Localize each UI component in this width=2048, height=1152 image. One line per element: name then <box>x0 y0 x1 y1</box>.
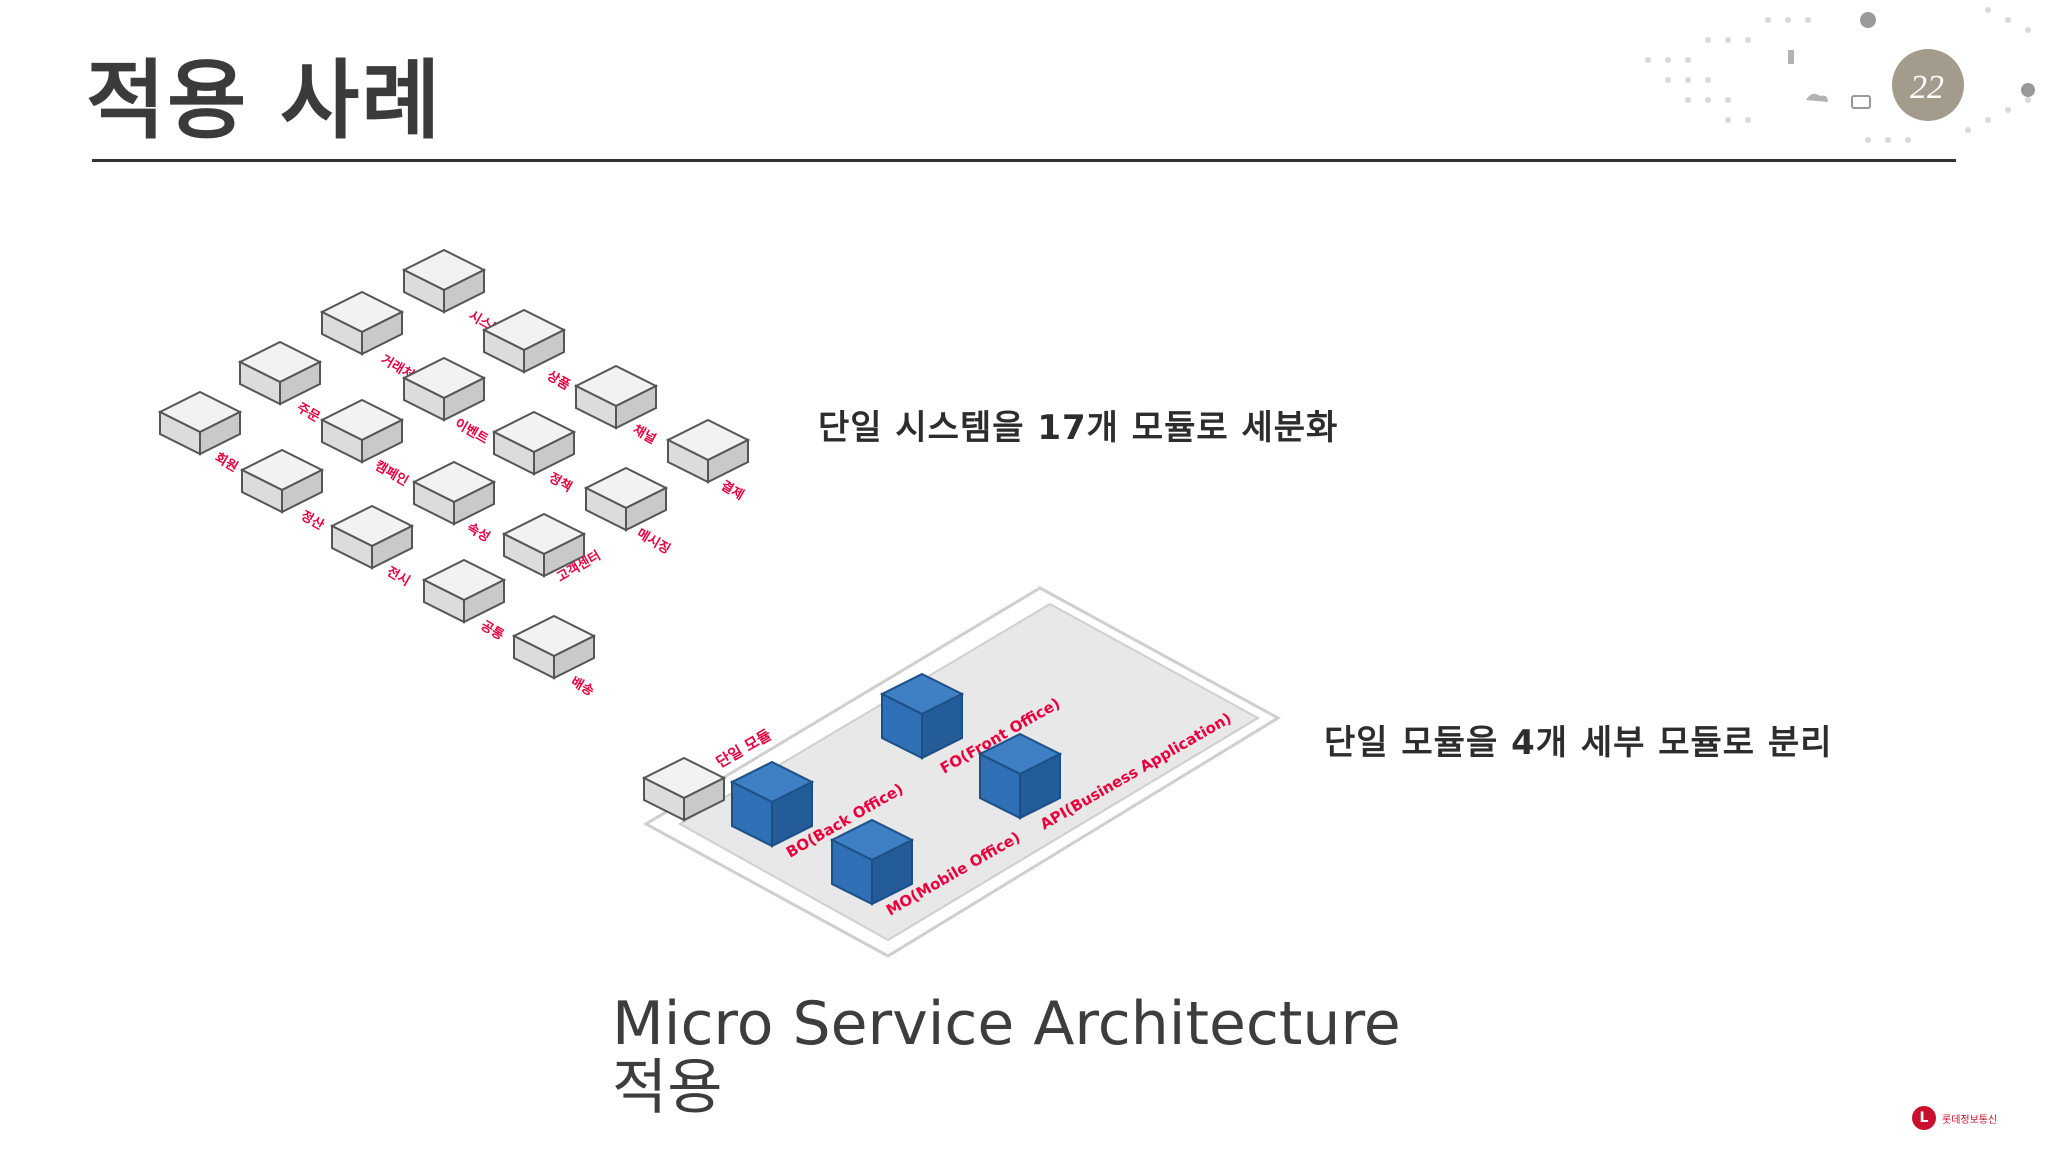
module-label: 정산 <box>298 508 327 534</box>
module-cube: 공통 <box>423 559 506 643</box>
company-name: 롯데정보통신 <box>1942 1114 1998 1126</box>
module-cube: 결제 <box>667 419 749 504</box>
page-title: 적용 사례 <box>86 51 443 151</box>
module-label: 공통 <box>478 618 506 643</box>
msa-line-1: Micro Service Architecture <box>612 989 1401 1059</box>
module-cube: 정산 <box>241 449 327 534</box>
module-cube: 상품 <box>483 309 572 393</box>
module-label: 채널 <box>630 422 659 448</box>
laptop-icon <box>1851 95 1871 109</box>
anniversary-number: 22 <box>1910 69 1944 106</box>
msa-caption: Micro Service Architecture 적용 <box>612 992 1512 1120</box>
module-grid: 시스템 거래처 상품 주문 이벤트 채널 회원 캠페인 정책 결제 정산 속성 … <box>159 249 749 700</box>
module-cube: 전시 <box>331 505 413 590</box>
module-cube: 이벤트 <box>403 357 491 448</box>
phone-icon <box>1788 50 1794 64</box>
module-label: 주문 <box>294 400 322 425</box>
module-cube: 정책 <box>493 411 575 496</box>
anniversary-badge <box>1892 49 1964 121</box>
gear-icon <box>1860 12 1876 28</box>
module-cube: 채널 <box>575 365 659 448</box>
module-label: 회원 <box>212 450 241 476</box>
module-label: 배송 <box>568 674 597 700</box>
module-cube: 메시징 <box>585 467 673 558</box>
module-label: 정책 <box>546 470 575 496</box>
module-label: 속성 <box>464 520 492 545</box>
module-label: 이벤트 <box>452 416 491 448</box>
caption-17-modules: 단일 시스템을 17개 모듈로 세분화 <box>818 408 1339 448</box>
module-cube: 시스템 <box>403 249 505 339</box>
module-cube: 주문 <box>239 341 322 425</box>
module-label: 메시징 <box>634 526 673 558</box>
module-cube: 속성 <box>413 461 495 545</box>
logo-mark-icon: L <box>1912 1106 1936 1130</box>
decorative-pattern: 22 <box>1645 7 2035 143</box>
caption-4-submodules: 단일 모듈을 4개 세부 모듈로 분리 <box>1324 723 1833 763</box>
company-logo: L 롯데정보통신 <box>1912 1106 1997 1130</box>
module-cube: 거래처 <box>321 291 417 383</box>
platform <box>642 586 1281 958</box>
module-cube: 캠페인 <box>321 399 411 490</box>
module-label: 상품 <box>544 368 572 393</box>
msa-line-2: 적용 <box>612 1053 723 1123</box>
module-cube: 고객센터 <box>503 513 603 585</box>
module-label: 전시 <box>384 564 413 590</box>
globe-icon <box>2021 83 2035 97</box>
dot-pattern <box>1645 7 2031 143</box>
module-label: 캠페인 <box>372 458 411 490</box>
cloud-icon <box>1806 93 1828 102</box>
module-label: 결제 <box>718 478 747 504</box>
title-divider <box>92 159 1956 162</box>
module-cube: 회원 <box>159 391 241 476</box>
module-cube: 배송 <box>513 615 597 700</box>
